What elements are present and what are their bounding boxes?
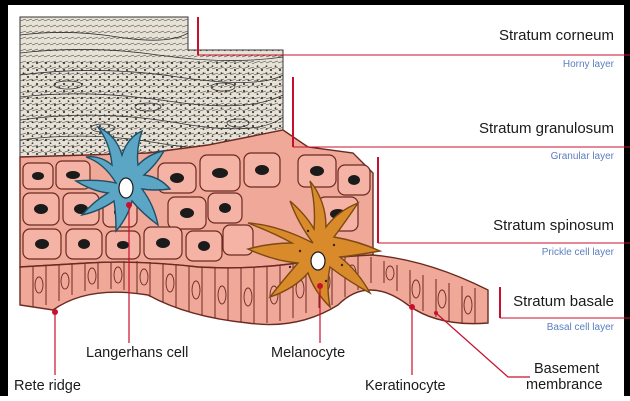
layer-name-corneum: Stratum corneum [499,27,614,44]
label-melanocyte: Melanocyte [271,345,345,361]
label-langerhans: Langerhans cell [86,345,188,361]
layer-name-basale: Stratum basale [513,293,614,310]
layer-sub-corneum: Horny layer [563,59,614,70]
label-keratinocyte: Keratinocyte [365,378,446,394]
layer-name-granulosum: Stratum granulosum [479,120,614,137]
label-rete-ridge: Rete ridge [14,378,81,394]
label-basement-1: Basement [534,361,599,377]
label-basement-2: membrance [526,377,603,393]
layer-sub-basale: Basal cell layer [547,322,614,333]
stratum-corneum-tissue [20,17,283,157]
layer-sub-granulosum: Granular layer [551,151,614,162]
layer-name-spinosum: Stratum spinosum [493,217,614,234]
skin-layers-illustration [8,5,630,401]
layer-sub-spinosum: Prickle cell layer [542,247,614,258]
